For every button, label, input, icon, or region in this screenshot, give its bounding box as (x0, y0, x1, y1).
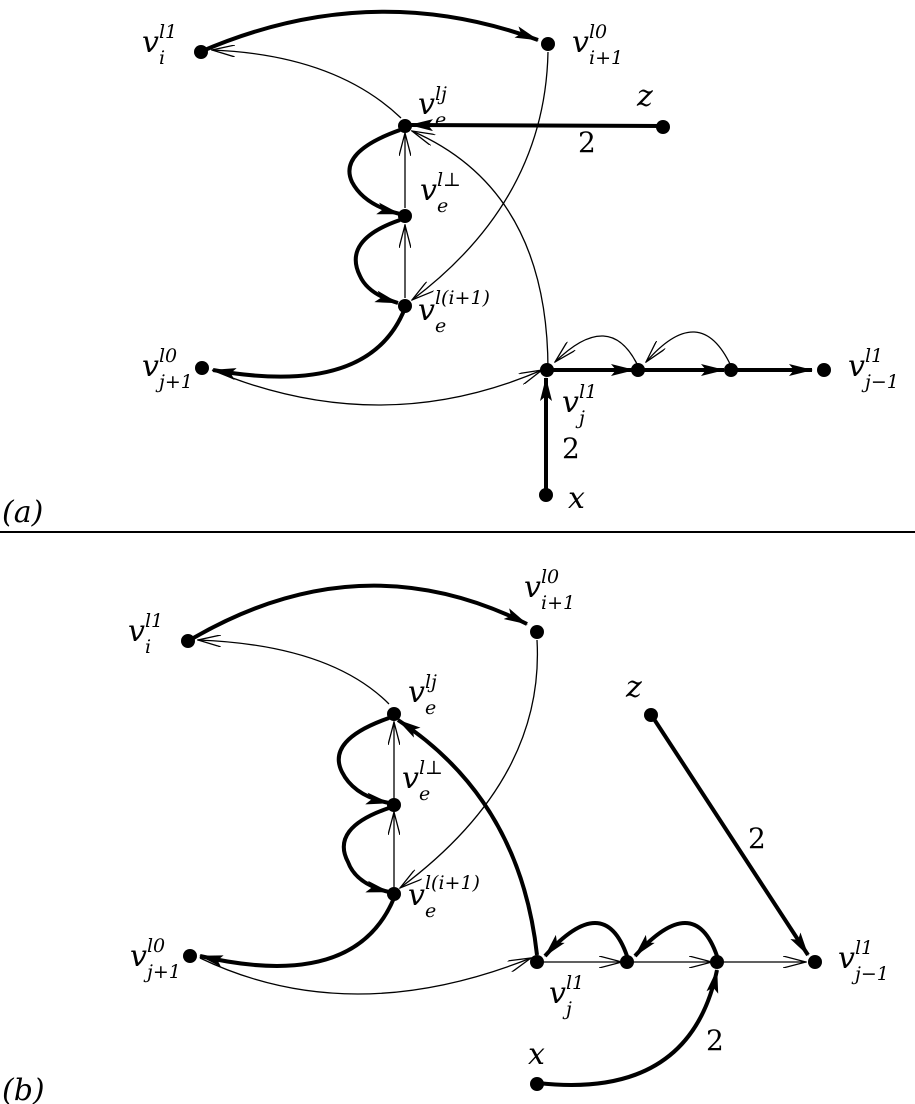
weight-b-z: 2 (748, 822, 766, 855)
node-a-vi (194, 45, 208, 59)
node-a-n3 (724, 363, 738, 377)
node-a-vei1 (398, 299, 412, 313)
weight-a-x: 2 (562, 432, 580, 465)
node-b-vei1 (387, 887, 401, 901)
node-a-vj1 (195, 361, 209, 375)
tag-b: (b) (2, 1073, 45, 1104)
edge-a-z-to-vej (409, 119, 663, 132)
node-a-x (539, 488, 553, 502)
edge-b-vi-to-vi1 (188, 583, 528, 642)
node-b-x (530, 1077, 544, 1091)
edge-b-n2-to-vj (543, 921, 629, 958)
node-b-z (644, 708, 658, 722)
node-a-n2 (631, 363, 645, 377)
label-b-vei1: vl(i+1)e (408, 872, 480, 922)
label-b-x: x (528, 1037, 545, 1072)
edge-a-vei1-to-vj1 (212, 307, 407, 380)
node-b-n3 (710, 955, 724, 969)
node-a-veperp (398, 209, 412, 223)
edge-b-z-to-vjm1 (650, 714, 810, 957)
node-a-vej (398, 119, 412, 133)
edge-b-vej-to-veperp (336, 716, 390, 805)
edge-b-x-to-n3 (537, 969, 719, 1087)
tag-a: (a) (2, 495, 43, 530)
edge-b-vej-to-vi (198, 640, 390, 705)
edge-a-n3-to-n2 (646, 331, 732, 367)
edge-a-vj1-to-vj (211, 370, 542, 406)
edge-a-vej-to-veperp (347, 128, 401, 216)
node-b-vi1 (530, 625, 544, 639)
node-a-vj (540, 363, 554, 377)
edge-a-veperp-to-vei1 (353, 218, 401, 305)
edge-b-vj-to-vej (396, 718, 539, 956)
label-b-z: z (625, 670, 642, 705)
label-b-veperp: vl⊥e (402, 757, 443, 805)
label-a-vei1: vl(i+1)e (418, 287, 490, 337)
node-a-vi1 (541, 37, 555, 51)
node-b-n2 (620, 955, 634, 969)
weight-a-z: 2 (578, 126, 596, 159)
node-b-vi (181, 634, 195, 648)
node-b-vj (530, 955, 544, 969)
edge-b-veperp-to-vei1 (341, 806, 390, 894)
weight-b-x: 2 (706, 1024, 724, 1057)
node-b-vj1 (183, 949, 197, 963)
edge-a-vej-to-vi (212, 50, 402, 119)
edge-a-vj-to-vej (412, 131, 549, 371)
edge-a-vi-to-vi1 (199, 9, 539, 54)
node-b-veperp (387, 798, 401, 812)
node-a-z (656, 120, 670, 134)
edge-b-vi1-to-vei1 (400, 639, 539, 888)
label-a-z: z (636, 79, 653, 114)
edge-b-vj1-to-vj (199, 958, 531, 995)
node-b-vjm1 (808, 955, 822, 969)
node-b-vej (387, 707, 401, 721)
edge-a-vi1-to-vei1 (412, 51, 549, 300)
node-a-vjm1 (817, 363, 831, 377)
edge-b-vei1-to-vj1 (199, 897, 396, 968)
edge-b-n3-to-n2 (633, 921, 719, 958)
label-a-x: x (568, 481, 585, 516)
label-a-veperp: vl⊥e (420, 169, 461, 217)
edge-a-n2-to-vj (555, 335, 639, 367)
